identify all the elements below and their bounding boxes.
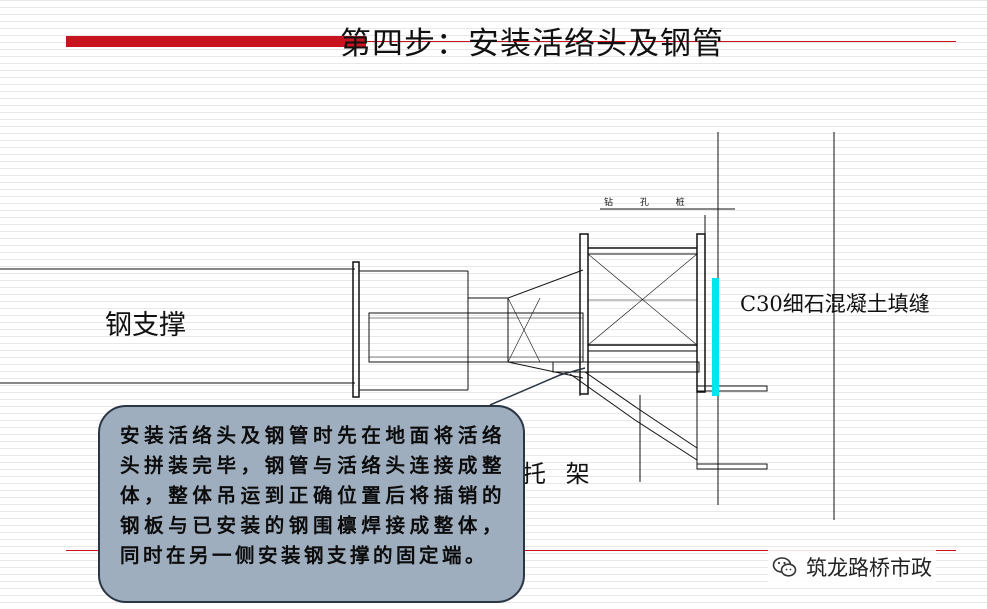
callout-leader — [489, 367, 586, 406]
bracket-label: 托 架 — [522, 460, 596, 488]
callout-box: 安装活络头及钢管时先在地面将活络头拼装完毕，钢管与活络头连接成整体，整体吊运到正… — [98, 405, 525, 603]
concrete-fill-strip — [712, 278, 719, 396]
slide-title: 第四步：安装活络头及钢管 — [340, 26, 724, 62]
watermark: 筑龙路桥市政 — [768, 550, 936, 584]
callout-text: 安装活络头及钢管时先在地面将活络头拼装完毕，钢管与活络头连接成整体，整体吊运到正… — [120, 424, 505, 567]
sliding-pipe — [368, 312, 584, 363]
c30-fill-label: C30细石混凝土填缝 — [740, 292, 930, 316]
wechat-icon — [772, 557, 797, 577]
title-accent-bar — [66, 36, 366, 47]
cone-bottom — [468, 361, 584, 379]
watermark-text: 筑龙路桥市政 — [806, 556, 932, 580]
anchor-bolt-top — [696, 385, 768, 392]
bracket-diagonal-bottom — [584, 371, 698, 449]
pipe-end-plate — [352, 261, 360, 398]
cone-top — [468, 269, 584, 299]
anchor-bolt-bottom — [696, 463, 768, 470]
waler-right-flange — [696, 233, 706, 393]
title-underline — [366, 41, 956, 42]
waler-left-flange — [579, 233, 589, 395]
bracket-diagonal-top — [569, 373, 698, 461]
bracket-top-plate — [552, 361, 700, 373]
steel-support-label: 钢支撑 — [105, 310, 186, 341]
drill-pile-label: 钻 孔 桩 — [604, 198, 697, 208]
